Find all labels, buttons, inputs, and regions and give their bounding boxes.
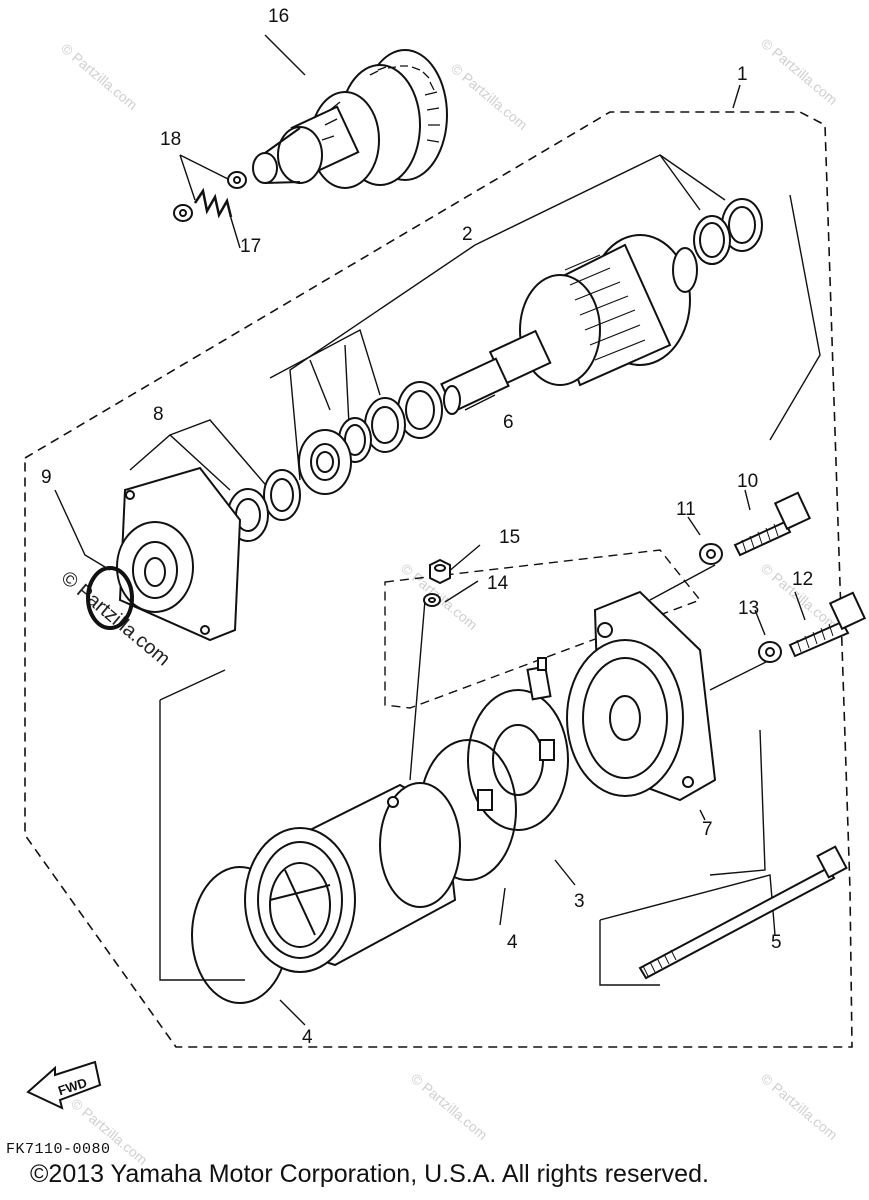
callout-10: 10 [737,471,758,492]
yoke [244,782,461,973]
callout-11: 11 [676,499,696,520]
callout-13: 13 [738,598,759,619]
callout-8: 8 [153,404,164,425]
callout-16: 16 [268,6,289,27]
subgroup-box [384,549,702,709]
bolt-and-washer-upper [699,491,812,565]
fwd-arrow-icon: FWD [26,1060,102,1110]
watermark: © Partzilla.com [758,35,841,108]
callout-12: 12 [792,569,813,590]
watermark: © Partzilla.com [408,1070,491,1143]
diagram-code: FK7110-0080 [6,1141,111,1158]
through-bolt [638,845,848,980]
callout-6: 6 [503,412,514,433]
callout-14: 14 [487,573,509,594]
callout-4: 4 [302,1027,313,1048]
watermark: © Partzilla.com [58,40,141,113]
armature-washers-top [693,198,763,265]
starter-clutch-gear [252,49,448,189]
callout-4: 4 [507,932,518,953]
callout-labels: 1 2 3 4 4 5 6 7 8 9 10 11 12 13 14 15 16… [41,6,813,1048]
nut-and-washer [423,558,451,607]
assembly-boundary [24,111,853,1048]
brush-holder [467,657,569,831]
callout-17: 17 [240,236,261,257]
front-cover [116,466,242,642]
watermark: © Partzilla.com [448,60,531,133]
spring-and-washers [173,171,247,222]
armature [440,234,698,415]
bearing-and-washers [227,381,443,542]
callout-2: 2 [462,224,473,245]
callout-15: 15 [499,527,520,548]
watermark: © Partzilla.com [758,1070,841,1143]
callout-9: 9 [41,467,52,488]
callout-1: 1 [737,64,748,85]
callout-18: 18 [160,129,181,150]
copyright-notice: ©2013 Yamaha Motor Corporation, U.S.A. A… [30,1160,709,1188]
rear-cover [566,590,717,802]
callout-7: 7 [702,819,713,840]
o-ring [86,566,134,630]
leader-lines [54,34,821,1026]
callout-5: 5 [771,932,782,953]
callout-3: 3 [574,891,585,912]
bolt-and-washer-lower [758,591,867,663]
